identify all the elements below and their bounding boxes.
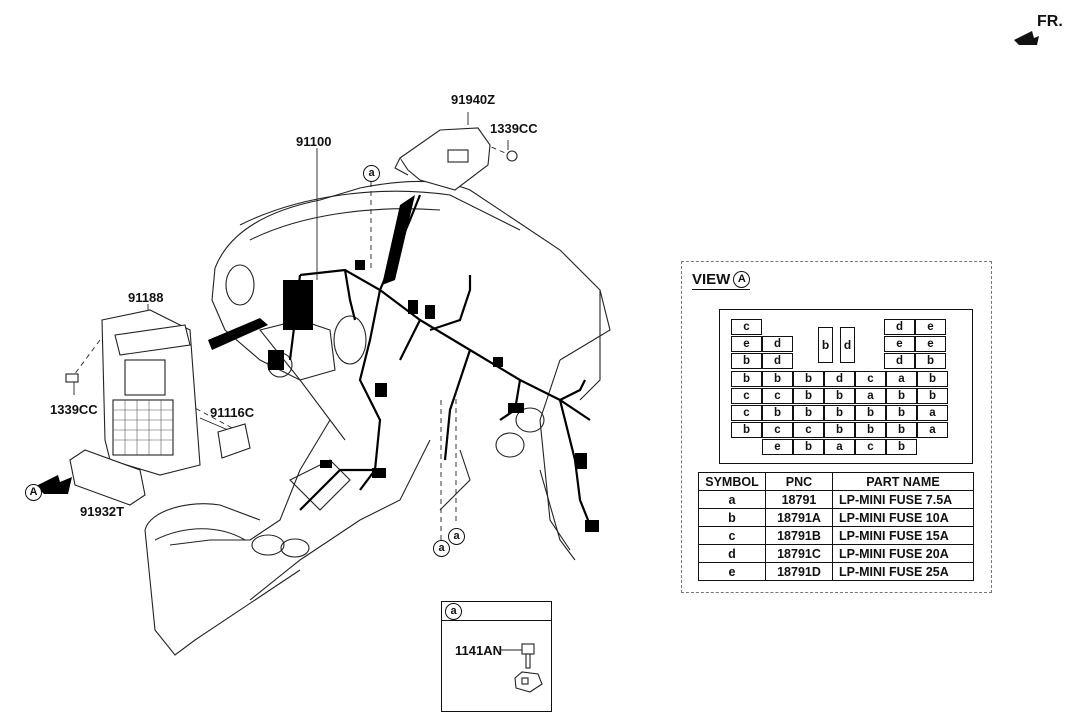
fuse-cell: b bbox=[824, 422, 855, 438]
fuse-cell: c bbox=[762, 422, 793, 438]
fuse-layout-grid bbox=[719, 309, 973, 464]
col-symbol-header: SYMBOL bbox=[698, 472, 766, 491]
fuse-cell: c bbox=[731, 319, 762, 335]
fuse-cell: a bbox=[917, 405, 948, 421]
pnc-cell: 18791D bbox=[765, 562, 833, 581]
part-name-cell: LP-MINI FUSE 10A bbox=[832, 508, 974, 527]
fuse-cell: b bbox=[915, 353, 946, 369]
fuse-cell: c bbox=[762, 388, 793, 404]
fuse-cell: e bbox=[762, 439, 793, 455]
pnc-cell: 18791A bbox=[765, 508, 833, 527]
view-a-title-marker: A bbox=[733, 271, 751, 288]
fuse-cell: a bbox=[917, 422, 948, 438]
pnc-cell: 18791C bbox=[765, 544, 833, 563]
part-name-cell: LP-MINI FUSE 7.5A bbox=[832, 490, 974, 509]
fuse-cell: e bbox=[915, 319, 946, 335]
view-a-title: VIEW A bbox=[692, 271, 751, 290]
fuse-cell: b bbox=[824, 405, 855, 421]
col-part-name-header: PART NAME bbox=[832, 472, 974, 491]
fuse-cell: b bbox=[824, 388, 855, 404]
marker-a-top: a bbox=[363, 165, 380, 182]
table-row: c 18791B LP-MINI FUSE 15A bbox=[698, 526, 974, 545]
fuse-cell: d bbox=[762, 353, 793, 369]
fuse-cell: b bbox=[731, 353, 762, 369]
table-row: b 18791A LP-MINI FUSE 10A bbox=[698, 508, 974, 527]
part-name-cell: LP-MINI FUSE 15A bbox=[832, 526, 974, 545]
fuse-cell: e bbox=[731, 336, 762, 352]
fuse-cell: b bbox=[855, 405, 886, 421]
table-header-row: SYMBOL PNC PART NAME bbox=[698, 472, 974, 491]
view-a-title-text: VIEW bbox=[692, 271, 731, 288]
fuse-cell: a bbox=[824, 439, 855, 455]
fuse-cell: b bbox=[886, 388, 917, 404]
detail-a-box bbox=[441, 601, 552, 712]
fuse-cell: b bbox=[793, 371, 824, 387]
part-1141AN-label: 1141AN bbox=[455, 643, 502, 658]
table-row: e 18791D LP-MINI FUSE 25A bbox=[698, 562, 974, 581]
part-91940Z-label: 91940Z bbox=[451, 92, 496, 107]
marker-a-bottom-2: a bbox=[448, 528, 465, 545]
detail-a-divider bbox=[441, 620, 551, 621]
part-1339CC-top-label: 1339CC bbox=[490, 121, 538, 136]
view-a-panel bbox=[681, 261, 992, 593]
part-name-cell: LP-MINI FUSE 25A bbox=[832, 562, 974, 581]
table-row: a 18791 LP-MINI FUSE 7.5A bbox=[698, 490, 974, 509]
symbol-cell: c bbox=[698, 526, 766, 545]
fuse-cell: b bbox=[855, 422, 886, 438]
fuse-cell: d bbox=[884, 319, 915, 335]
table-row: d 18791C LP-MINI FUSE 20A bbox=[698, 544, 974, 563]
part-91100-label: 91100 bbox=[296, 134, 332, 149]
fuse-cell: d bbox=[762, 336, 793, 352]
fuse-cell: b bbox=[886, 439, 917, 455]
fuse-cell-tall: d bbox=[840, 327, 855, 363]
fuse-cell: b bbox=[917, 371, 948, 387]
col-pnc-header: PNC bbox=[765, 472, 833, 491]
fuse-cell: a bbox=[886, 371, 917, 387]
fuse-cell: c bbox=[855, 371, 886, 387]
pnc-cell: 18791B bbox=[765, 526, 833, 545]
symbol-cell: b bbox=[698, 508, 766, 527]
fuse-cell-tall: b bbox=[818, 327, 833, 363]
pnc-cell: 18791 bbox=[765, 490, 833, 509]
fuse-cell: b bbox=[886, 405, 917, 421]
fuse-cell: b bbox=[793, 439, 824, 455]
part-name-cell: LP-MINI FUSE 20A bbox=[832, 544, 974, 563]
part-91188-label: 91188 bbox=[128, 290, 164, 305]
fuse-cell: b bbox=[886, 422, 917, 438]
marker-a-bottom-1: a bbox=[433, 540, 450, 557]
fuse-cell: b bbox=[793, 388, 824, 404]
fuse-spec-table: SYMBOL PNC PART NAME a 18791 LP-MINI FUS… bbox=[698, 472, 974, 581]
fuse-cell: a bbox=[855, 388, 886, 404]
fuse-cell: c bbox=[855, 439, 886, 455]
fuse-cell: d bbox=[884, 353, 915, 369]
symbol-cell: e bbox=[698, 562, 766, 581]
fuse-cell: b bbox=[762, 371, 793, 387]
symbol-cell: d bbox=[698, 544, 766, 563]
wiring-harness-illustration bbox=[36, 112, 611, 656]
bolt-icon bbox=[500, 643, 543, 693]
part-91932T-label: 91932T bbox=[80, 504, 125, 519]
fuse-cell: e bbox=[915, 336, 946, 352]
detail-a-marker: a bbox=[445, 603, 462, 620]
fuse-cell: b bbox=[731, 371, 762, 387]
front-arrow-icon bbox=[1014, 31, 1039, 45]
front-direction-label: FR. bbox=[1037, 13, 1063, 30]
part-1339CC-left-label: 1339CC bbox=[50, 402, 98, 417]
part-91116C-label: 91116C bbox=[210, 405, 255, 420]
fuse-cell: c bbox=[793, 422, 824, 438]
fuse-cell: b bbox=[917, 388, 948, 404]
fuse-cell: b bbox=[731, 422, 762, 438]
symbol-cell: a bbox=[698, 490, 766, 509]
fuse-cell: b bbox=[762, 405, 793, 421]
fuse-cell: e bbox=[884, 336, 915, 352]
marker-view-a: A bbox=[25, 484, 42, 501]
fuse-cell: c bbox=[731, 388, 762, 404]
fuse-cell: d bbox=[824, 371, 855, 387]
fuse-cell: c bbox=[731, 405, 762, 421]
fuse-cell: b bbox=[793, 405, 824, 421]
